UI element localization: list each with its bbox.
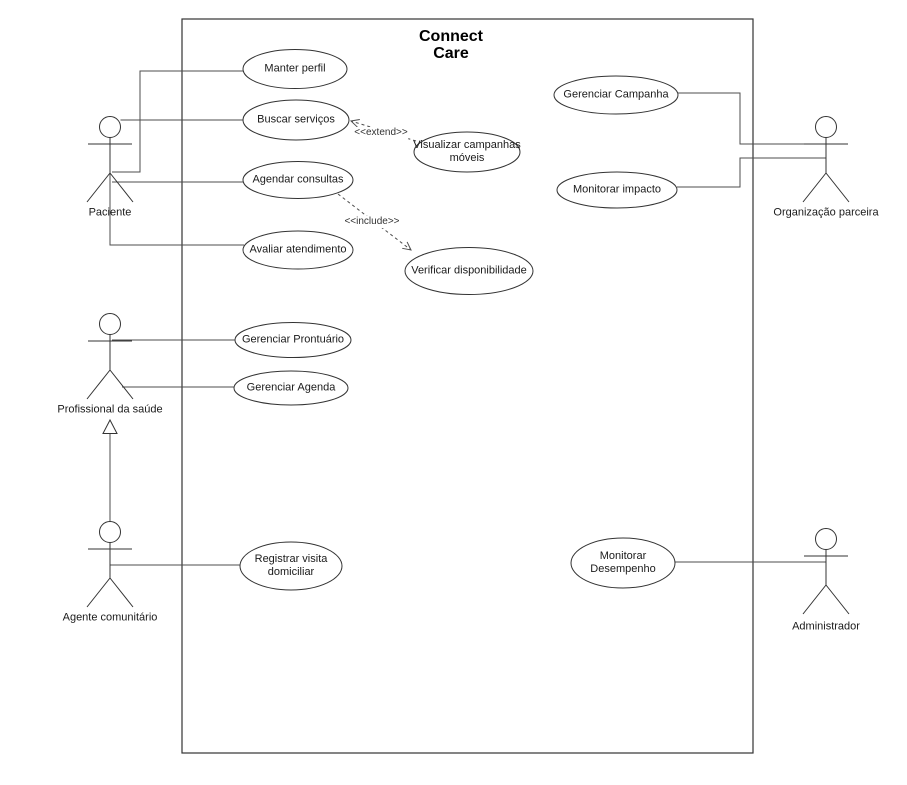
- usecase-monitorar-impacto-label: Monitorar impacto: [572, 183, 662, 196]
- actor-paciente-label: Paciente: [88, 206, 132, 219]
- actors: [86, 116, 850, 615]
- actor-administrador-label: Administrador: [792, 620, 860, 633]
- usecase-avaliar-atendimento-label: Avaliar atendimento: [249, 243, 347, 256]
- connector-paciente-manter-perfil: [112, 70, 243, 173]
- usecase-registrar-visita: [239, 541, 343, 591]
- usecase-verificar-disponibilidade: [404, 247, 534, 295]
- usecase-gerenciar-campanha: [553, 75, 679, 115]
- usecase-buscar-servicos: [242, 99, 350, 141]
- actor-agente-comunitario-icon: [86, 521, 134, 608]
- usecase-ellipses: [233, 49, 679, 591]
- usecase-visualizar-campanhas: [413, 131, 521, 173]
- usecase-agendar-consultas: [242, 161, 354, 199]
- usecase-visualizar-campanhas-label: Visualizar campanhas móveis: [413, 138, 521, 164]
- include-stereotype-label: <<include>>: [343, 216, 401, 228]
- generalization-triangle-icon: [102, 418, 118, 434]
- actor-profissional-saude-label: Profissional da saúde: [57, 403, 163, 416]
- usecase-avaliar-atendimento: [242, 230, 354, 270]
- usecase-agendar-consultas-label: Agendar consultas: [252, 173, 344, 186]
- usecase-verificar-disponibilidade-label: Verificar disponibilidade: [411, 264, 527, 277]
- actor-paciente-icon: [86, 116, 134, 203]
- usecase-gerenciar-agenda-label: Gerenciar Agenda: [246, 381, 336, 394]
- actor-organizacao-parceira-icon: [802, 116, 850, 203]
- actor-organizacao-parceira-label: Organização parceira: [773, 206, 879, 219]
- actor-agente-comunitario-label: Agente comunitário: [62, 611, 158, 624]
- connector-organizacao-gerenciar-campanha: [678, 92, 805, 145]
- actor-profissional-saude-icon: [86, 313, 134, 400]
- usecase-manter-perfil: [242, 49, 348, 89]
- usecase-gerenciar-agenda: [233, 370, 349, 406]
- usecase-gerenciar-campanha-label: Gerenciar Campanha: [563, 88, 669, 101]
- generalization-arrow: [102, 418, 118, 522]
- actor-administrador-icon: [802, 528, 850, 615]
- usecase-monitorar-desempenho: [570, 537, 676, 589]
- extend-arrow: [349, 119, 417, 142]
- system-title: Connect Care: [419, 28, 483, 62]
- connector-paciente-avaliar-atendimento: [109, 173, 244, 246]
- usecase-registrar-visita-label: Registrar visita domiciliar: [254, 552, 328, 578]
- extend-stereotype-label: <<extend>>: [353, 127, 409, 139]
- usecase-manter-perfil-label: Manter perfil: [264, 62, 326, 75]
- usecase-buscar-servicos-label: Buscar serviços: [257, 113, 335, 126]
- usecase-gerenciar-prontuario-label: Gerenciar Prontuário: [241, 333, 345, 346]
- usecase-gerenciar-prontuario: [234, 322, 352, 358]
- connector-organizacao-monitorar-impacto: [677, 157, 826, 188]
- usecase-monitorar-impacto: [556, 171, 678, 209]
- association-connectors: [109, 70, 826, 566]
- usecase-monitorar-desempenho-label: Monitorar Desempenho: [590, 549, 656, 575]
